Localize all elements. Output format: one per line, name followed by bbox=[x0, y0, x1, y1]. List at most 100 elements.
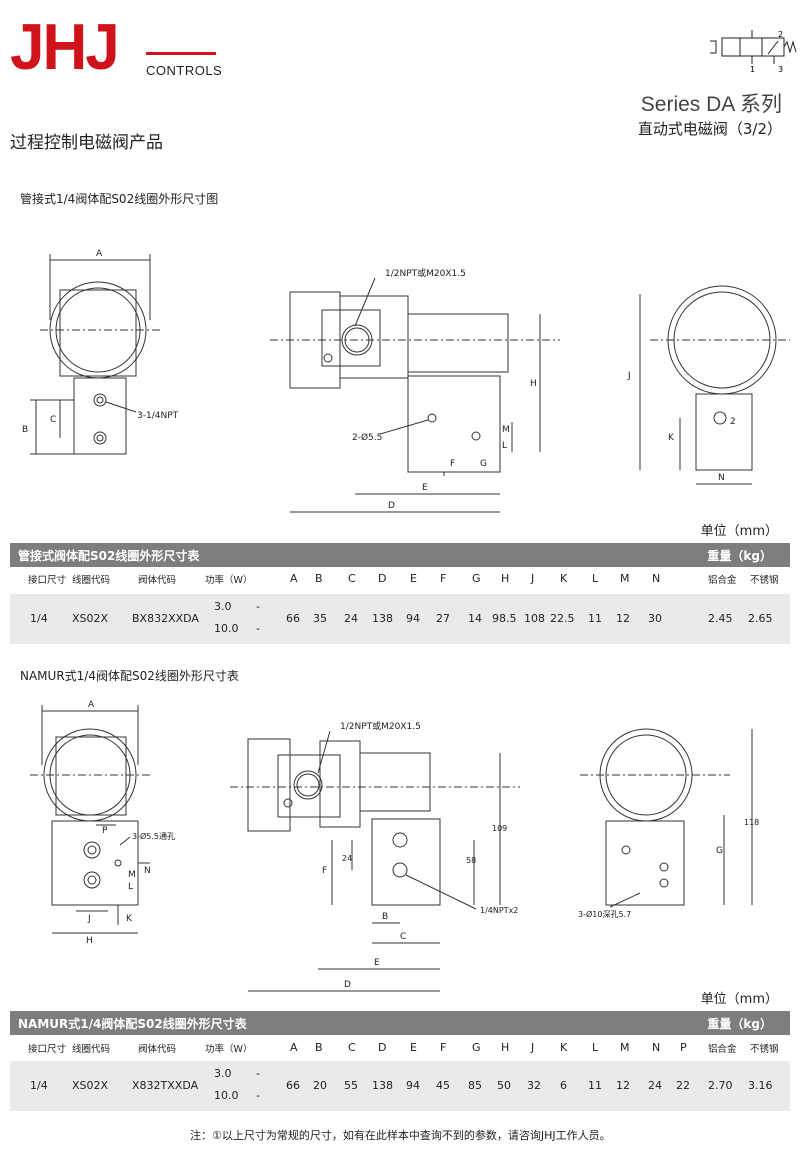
col-header: 接口尺寸 bbox=[28, 1044, 67, 1055]
col-header: L bbox=[592, 1041, 599, 1054]
col-header: E bbox=[410, 1041, 417, 1054]
col-header: P bbox=[680, 1041, 687, 1054]
cell-power: 3.0 bbox=[214, 1067, 232, 1080]
valve-symbol-icon: 2 1 3 bbox=[710, 30, 797, 74]
dim-K-label: K bbox=[126, 914, 133, 924]
cell-dim: 94 bbox=[406, 1079, 420, 1092]
table1-header-row: 接口尺寸 线圈代码 阀体代码 功率（W） A B C D E F G H J K… bbox=[10, 572, 790, 592]
col-header: 线圈代码 bbox=[72, 1044, 111, 1055]
table2-title: NAMUR式1/4阀体配S02线圈外形尺寸表 bbox=[18, 1017, 247, 1031]
cell-coil: XS02X bbox=[72, 612, 109, 625]
cell-dim: 14 bbox=[468, 612, 482, 625]
col-header: M bbox=[620, 1041, 630, 1054]
brand-logo: JHJ bbox=[10, 11, 120, 84]
dim-109-label: 109 bbox=[492, 824, 507, 833]
col-header: N bbox=[652, 572, 661, 585]
cell-coil: XS02X bbox=[72, 1079, 109, 1092]
section1-unit: 单位（mm） bbox=[700, 524, 778, 539]
col-header: L bbox=[592, 572, 599, 585]
dim-A-label: A bbox=[88, 700, 95, 710]
col-header: C bbox=[348, 1041, 356, 1054]
cell-dim: 35 bbox=[313, 612, 327, 625]
col-header: H bbox=[501, 1041, 510, 1054]
cell-dim: 45 bbox=[436, 1079, 450, 1092]
col-header: F bbox=[440, 572, 447, 585]
dim-H-label: H bbox=[86, 936, 93, 946]
dim-G-label: G bbox=[480, 459, 487, 469]
logo-divider bbox=[146, 52, 216, 55]
col-header: J bbox=[531, 572, 535, 585]
col-header: G bbox=[472, 572, 481, 585]
cell-dim: 27 bbox=[436, 612, 450, 625]
dim-M-label: M bbox=[128, 870, 136, 880]
cell-dim: 20 bbox=[313, 1079, 327, 1092]
series-subtitle: 直动式电磁阀（3/2） bbox=[637, 120, 782, 138]
symbol-port-2: 2 bbox=[778, 30, 783, 39]
dim-N-label: N bbox=[718, 473, 725, 483]
cell-dim: 108 bbox=[524, 612, 545, 625]
cell-weight-al: 2.45 bbox=[708, 612, 733, 625]
col-header: N bbox=[652, 1041, 661, 1054]
dim-E-label: E bbox=[422, 483, 428, 493]
cell-dim: 55 bbox=[344, 1079, 358, 1092]
table1-title-bar: 管接式阀体配S02线圈外形尺寸表 重量（kg） bbox=[10, 543, 790, 567]
footnote: 注：①以上尺寸为常规的尺寸，如有在此样本中查询不到的参数，请咨询JHJ工作人员。 bbox=[190, 1129, 611, 1142]
col-header: C bbox=[348, 572, 356, 585]
table2-row: 1/4 XS02X X832TXXDA 3.0 10.0 - - 66 20 5… bbox=[10, 1061, 790, 1111]
dim-24-label: 24 bbox=[342, 854, 352, 863]
dim-J-label: J bbox=[627, 371, 631, 381]
cell-dim: 22 bbox=[676, 1079, 690, 1092]
cell-dim: 32 bbox=[527, 1079, 541, 1092]
cell-dim: 24 bbox=[344, 612, 358, 625]
col-header: 接口尺寸 bbox=[28, 575, 67, 586]
cell-dim: 11 bbox=[588, 612, 602, 625]
col-header: 阀体代码 bbox=[138, 1044, 177, 1055]
col-header: H bbox=[501, 572, 510, 585]
col-header: E bbox=[410, 572, 417, 585]
table1-row: 1/4 XS02X BX832XXDA 3.0 10.0 - - 66 35 2… bbox=[10, 594, 790, 644]
cell-dim: 138 bbox=[372, 612, 393, 625]
col-header: K bbox=[560, 572, 568, 585]
cell-dim: 94 bbox=[406, 612, 420, 625]
series-title: Series DA 系列 bbox=[640, 93, 782, 116]
cell-dim: 11 bbox=[588, 1079, 602, 1092]
dim-N-label: N bbox=[144, 866, 151, 876]
cable-entry-label: 1/2NPT或M20X1.5 bbox=[385, 267, 466, 279]
col-header: 线圈代码 bbox=[72, 575, 111, 586]
dim-D-label: D bbox=[344, 980, 351, 990]
dim-B-label: B bbox=[22, 425, 28, 435]
col-header: D bbox=[378, 572, 387, 585]
col-header: B bbox=[315, 1041, 323, 1054]
dim-E-label: E bbox=[374, 958, 380, 968]
through-hole-label: 3-Ø5.5通孔 bbox=[132, 831, 175, 841]
cell-dim: 98.5 bbox=[492, 612, 517, 625]
cell-dim: 85 bbox=[468, 1079, 482, 1092]
cell-power-dash: - bbox=[256, 600, 260, 613]
cell-dim: 12 bbox=[616, 1079, 630, 1092]
cell-dim: 50 bbox=[497, 1079, 511, 1092]
cell-power-dash: - bbox=[256, 622, 260, 635]
product-category: 过程控制电磁阀产品 bbox=[10, 133, 163, 153]
symbol-port-3: 3 bbox=[778, 65, 783, 74]
dim-118-label: 118 bbox=[744, 818, 759, 827]
dim-K-label: K bbox=[668, 433, 675, 443]
col-header: J bbox=[531, 1041, 535, 1054]
col-header: 铝合金 bbox=[708, 1044, 737, 1055]
cell-dim: 66 bbox=[286, 1079, 300, 1092]
col-header: 功率（W） bbox=[205, 1044, 253, 1055]
cell-port: 1/4 bbox=[30, 1079, 48, 1092]
cell-body: BX832XXDA bbox=[132, 612, 199, 625]
cell-dim: 12 bbox=[616, 612, 630, 625]
col-header: 铝合金 bbox=[708, 575, 737, 586]
col-header: K bbox=[560, 1041, 568, 1054]
table1-weight-title: 重量（kg） bbox=[707, 549, 772, 563]
cell-power: 3.0 bbox=[214, 600, 232, 613]
deep-hole-label: 3-Ø10深孔5.7 bbox=[578, 909, 631, 919]
cable-entry-label: 1/2NPT或M20X1.5 bbox=[340, 720, 421, 732]
cell-dim: 30 bbox=[648, 612, 662, 625]
symbol-port-1: 1 bbox=[750, 65, 755, 74]
table2-weight-title: 重量（kg） bbox=[707, 1017, 772, 1031]
dim-G-label: G bbox=[716, 846, 723, 856]
mount-hole-label: 2-Ø5.5 bbox=[352, 432, 382, 443]
npt-port-label: 1/4NPTx2 bbox=[480, 906, 518, 915]
